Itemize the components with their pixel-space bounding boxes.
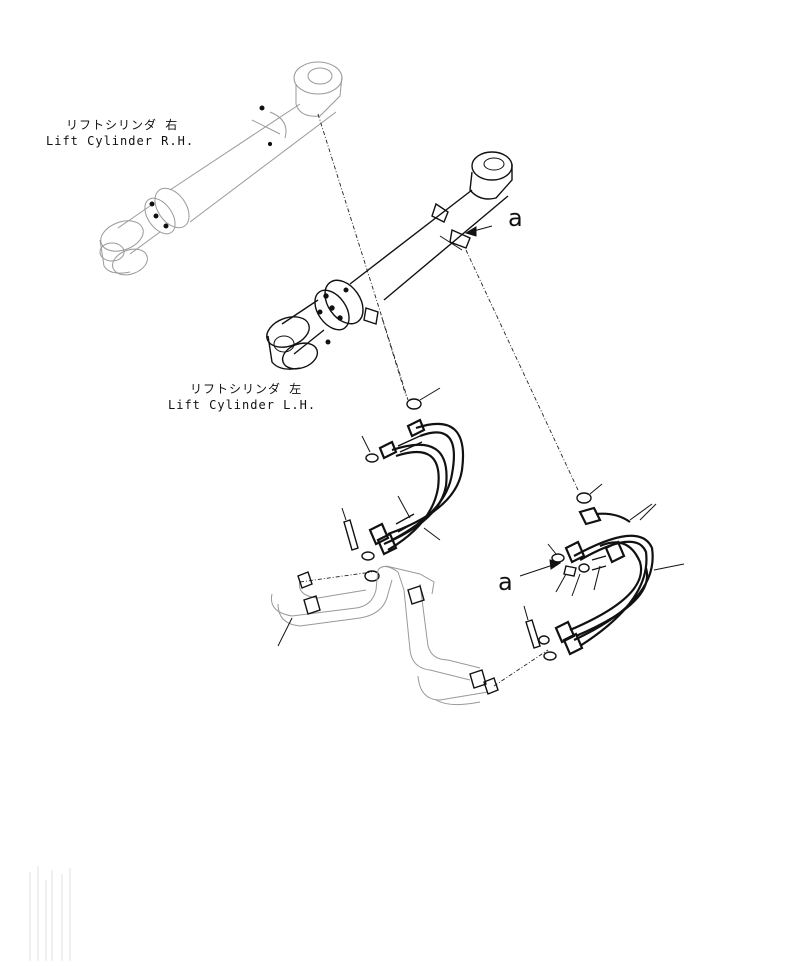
lh-label-japanese: リフトシリンダ 左 <box>190 382 303 396</box>
rh-label-english: Lift Cylinder R.H. <box>46 134 195 148</box>
lift-cylinder-lh <box>266 151 513 370</box>
rh-label-japanese: リフトシリンダ 右 <box>66 118 179 132</box>
leader-lines <box>299 113 579 687</box>
lift-cylinder-rh <box>99 61 343 276</box>
scan-artifact <box>29 866 71 961</box>
ref-arrows <box>464 225 562 577</box>
hose-assembly-right <box>523 483 685 661</box>
ref-a-top: a <box>508 204 523 232</box>
hydraulic-pipes <box>270 565 499 706</box>
ref-a-bottom: a <box>498 568 513 596</box>
hose-assembly-left <box>341 387 465 582</box>
lh-label-english: Lift Cylinder L.H. <box>168 398 317 412</box>
